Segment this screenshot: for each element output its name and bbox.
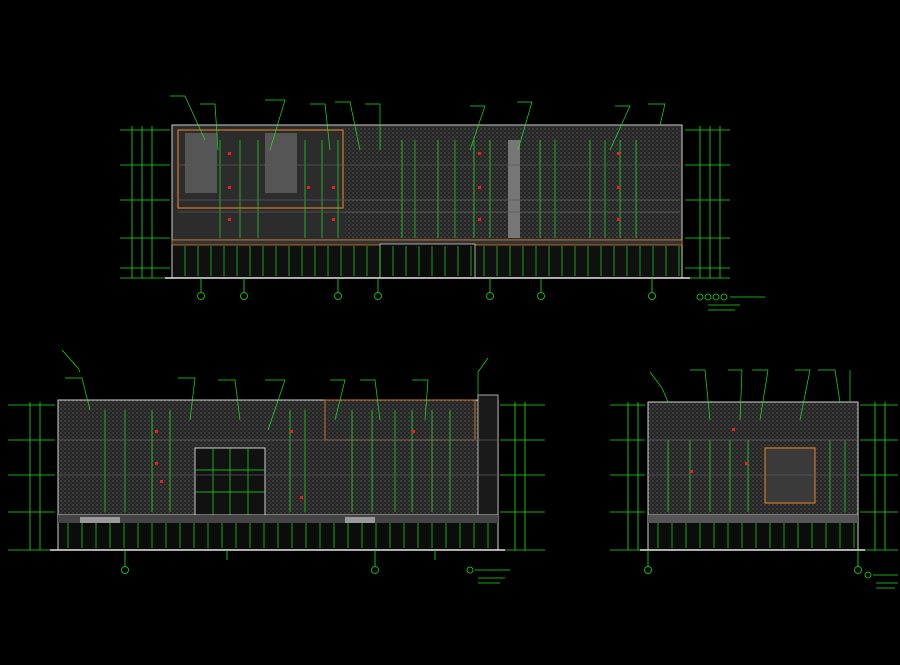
grid-bubbles-west (644, 550, 862, 574)
window-grid-top (178, 140, 680, 238)
red-marker (617, 152, 620, 155)
panel-b (265, 133, 297, 193)
ground-mullions-west (657, 523, 855, 548)
level-markers-left (120, 126, 170, 279)
facade-south (57, 399, 499, 516)
title-block-west (864, 571, 898, 589)
stair-tower-south (477, 394, 499, 516)
level-markers-right (685, 126, 730, 279)
level-markers-left-3 (610, 402, 645, 551)
red-marker (228, 186, 231, 189)
red-marker (155, 430, 158, 433)
red-marker (160, 480, 163, 483)
red-marker (155, 462, 158, 465)
red-marker (228, 218, 231, 221)
callouts-south (61, 349, 489, 431)
red-marker (332, 218, 335, 221)
ground-band-west (648, 515, 858, 523)
elevation-south (8, 349, 545, 584)
atrium-mullions (195, 448, 265, 515)
red-marker (690, 470, 693, 473)
red-marker (478, 152, 481, 155)
entrance (379, 243, 476, 279)
elevation-west (610, 369, 898, 589)
red-marker (617, 186, 620, 189)
callouts-west (649, 369, 851, 421)
level-markers-right-3 (860, 402, 898, 551)
red-marker (617, 218, 620, 221)
ground-mullions-top (184, 246, 680, 276)
facade-grille-left (177, 129, 344, 209)
red-marker (412, 430, 415, 433)
red-marker (228, 152, 231, 155)
level-markers-left-2 (8, 402, 55, 551)
panel-a (185, 133, 217, 193)
red-marker (478, 186, 481, 189)
callouts-top (170, 95, 666, 151)
red-marker (300, 496, 303, 499)
grid-bubbles-south (121, 550, 436, 574)
red-marker (732, 428, 735, 431)
title-block-south (466, 566, 510, 584)
level-markers-right-2 (500, 402, 545, 551)
core-stair (508, 140, 520, 238)
window-grid-west (648, 428, 858, 512)
grid-bubbles-top (197, 278, 656, 300)
ground-band-south (58, 515, 498, 523)
red-marker (307, 186, 310, 189)
west-grille-panel (764, 447, 816, 504)
red-marker (745, 462, 748, 465)
red-marker (290, 430, 293, 433)
ground-mullions-south (67, 523, 489, 548)
canopy-a (80, 517, 120, 523)
window-grid-south (58, 410, 498, 512)
elevation-top (120, 95, 765, 311)
canopy-b (345, 517, 375, 523)
facade-west (647, 401, 859, 516)
title-block-top (696, 293, 765, 311)
red-marker (332, 186, 335, 189)
red-marker (478, 218, 481, 221)
